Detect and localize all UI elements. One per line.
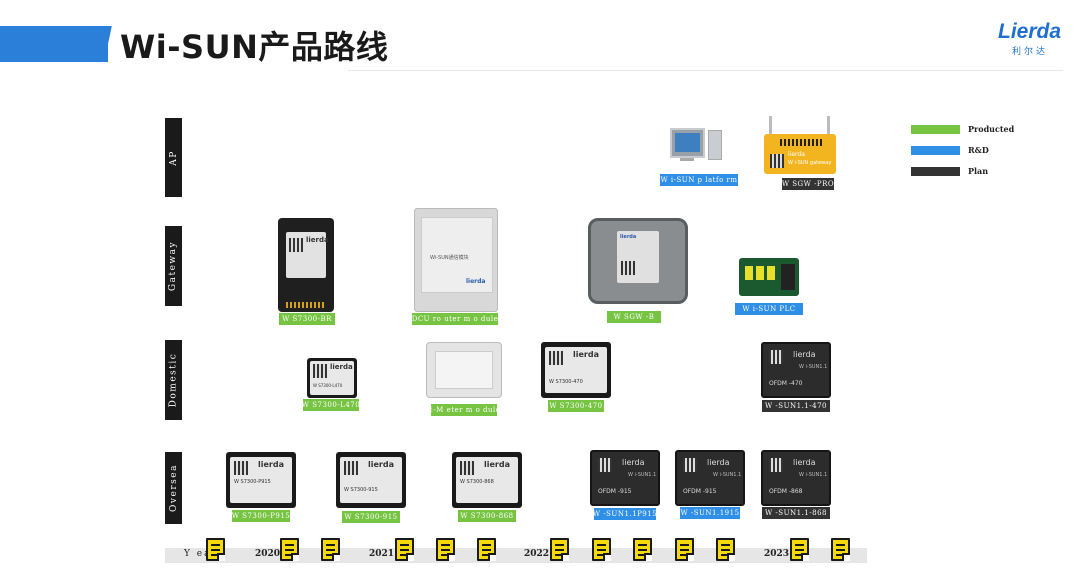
header-accent-bar [0,26,108,62]
note-icon[interactable] [395,538,414,561]
note-icon[interactable] [477,538,496,561]
timeline-start-label: Y ea [184,549,212,559]
antenna-right [827,116,830,138]
legend-label-producted: Producted [968,124,1015,134]
brand-logo: Lierda [998,20,1062,43]
label-ws7300-p915: W S7300-P915 [231,510,291,522]
note-icon[interactable] [550,538,569,561]
label-wisun-platform: W i-SUN p latfo rm [660,174,738,186]
wsun11-p915-module: lierda W i-SUN1.1 OFDM -915 [590,450,660,506]
legend-label-plan: Plan [968,166,989,176]
header-divider [348,70,1063,71]
timeline-year-2022: 2022 [524,549,550,559]
timeline-year-2023: 2023 [764,549,790,559]
dcu-router-module: Wi-SUN通信模块 lierda [414,208,498,312]
category-domestic: Domestic [165,340,182,420]
note-icon[interactable] [592,538,611,561]
ws7300-l470-module: lierda W S7300-L470 [307,358,357,398]
sgw-pro-device: lierda W i-SUN gateway [764,134,836,174]
wsun11-868-module: lierda W i-SUN1.1 OFDM -868 [761,450,831,506]
page-title: Wi-SUN产品路线 [120,28,389,66]
pc-tower-icon [708,130,722,160]
note-icon[interactable] [280,538,299,561]
brand-logo-sub: 利尔达 [1012,47,1049,57]
legend-label-rd: R&D [968,145,989,155]
note-icon[interactable] [675,538,694,561]
label-wisun-plc: W i-SUN PLC [735,303,803,315]
label-e-meter: E-M eter m o dule [427,404,501,416]
legend-swatch-producted [911,125,960,134]
note-icon[interactable] [321,538,340,561]
legend-swatch-plan [911,167,960,176]
label-ws7300-l470: W S7300-L470 [301,399,361,411]
label-ws7300-915: W S7300-915 [342,511,400,523]
wsun11-470-module: lierda W i-SUN1.1 OFDM -470 [761,342,831,398]
label-wsun11-470: W -SUN1.1-470 [762,400,830,412]
wisun-plc-board [739,258,799,296]
e-meter-module [426,342,502,398]
label-ws7300-868: W S7300-868 [458,510,516,522]
label-sgw-pro: W SGW -PRO [781,178,835,190]
monitor-stand [680,158,694,161]
label-wsun11-915: W -SUN1.1915 [680,507,740,519]
timeline-year-2020: 2020 [255,549,281,559]
sgw-b-enclosure: lierda [588,218,688,304]
label-dcu-router: DCU ro uter m o dule [411,313,499,325]
note-icon[interactable] [206,538,225,561]
ws7300-br-board: lierda [278,218,334,312]
note-icon[interactable] [831,538,850,561]
category-oversea: Oversea [165,452,182,524]
label-ws7300-br: W S7300-BR [279,313,335,325]
category-gateway: Gateway [165,226,182,306]
legend-swatch-rd [911,146,960,155]
label-wsun11-868: W -SUN1.1-868 [762,507,830,519]
label-wsun11-p915: W -SUN1.1P915 [592,508,658,520]
wsun11-915-module: lierda W i-SUN1.1 OFDM -915 [675,450,745,506]
label-ws7300-470: W S7300-470 [548,400,604,412]
ws7300-915-module: lierda W S7300-915 [336,452,406,508]
timeline-year-2021: 2021 [369,549,395,559]
note-icon[interactable] [436,538,455,561]
monitor-icon [670,128,705,158]
label-sgw-b: W SGW -B [607,311,661,323]
ws7300-470-module: lierda W S7300-470 [541,342,611,398]
ws7300-p915-module: lierda W S7300-P915 [226,452,296,508]
ws7300-868-module: lierda W S7300-868 [452,452,522,508]
note-icon[interactable] [790,538,809,561]
category-ap: AP [165,118,182,197]
note-icon[interactable] [716,538,735,561]
note-icon[interactable] [633,538,652,561]
antenna-left [769,116,772,138]
